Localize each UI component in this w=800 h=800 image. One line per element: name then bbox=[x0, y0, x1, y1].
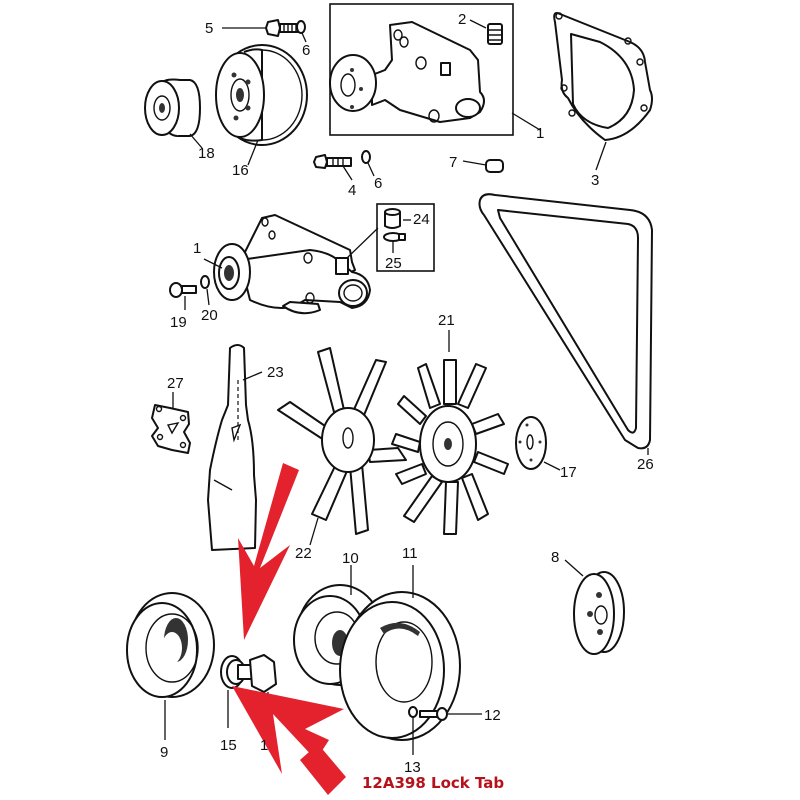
part-12-screw bbox=[419, 707, 482, 721]
callout-11: 11 bbox=[402, 545, 418, 562]
part-11-pulley bbox=[339, 565, 461, 741]
callout-18: 18 bbox=[198, 145, 215, 162]
part-21-fan-11-blade bbox=[391, 330, 509, 535]
callout-labels: 5 6 2 1 3 18 16 4 6 7 24 25 1 19 20 21 2… bbox=[160, 11, 654, 776]
part-8-pulley bbox=[564, 559, 625, 655]
part-6-washer bbox=[296, 20, 307, 43]
callout-10: 10 bbox=[342, 550, 359, 567]
part-13-washer bbox=[408, 706, 418, 755]
part-6b-washer bbox=[361, 150, 375, 177]
callout-1: 1 bbox=[536, 125, 544, 142]
callout-7: 7 bbox=[449, 154, 457, 171]
callout-14: 1 bbox=[260, 737, 268, 754]
callout-25: 25 bbox=[385, 255, 402, 272]
callout-1b: 1 bbox=[193, 240, 201, 257]
callout-4: 4 bbox=[348, 182, 356, 199]
callout-8: 8 bbox=[551, 549, 559, 566]
part-caption: 12A398 Lock Tab bbox=[362, 774, 505, 792]
part-16-fan-pulley bbox=[215, 44, 308, 166]
part-23-fan-cowl bbox=[207, 344, 263, 551]
part-9-crankshaft-pulley bbox=[126, 592, 215, 740]
part-2-plug bbox=[469, 19, 503, 45]
part-4-bolt bbox=[313, 154, 353, 181]
callout-6: 6 bbox=[302, 42, 310, 59]
callout-20: 20 bbox=[201, 307, 218, 324]
part-17-spacer-plate bbox=[515, 416, 561, 471]
part-26-fan-belt bbox=[478, 193, 653, 455]
callout-3: 3 bbox=[591, 172, 599, 189]
callout-19: 19 bbox=[170, 314, 187, 331]
callout-21: 21 bbox=[438, 312, 455, 329]
part-22-fan-6-blade bbox=[277, 347, 407, 546]
callout-6b: 6 bbox=[374, 175, 382, 192]
callout-26: 26 bbox=[637, 456, 654, 473]
red-arrow-up bbox=[232, 686, 346, 795]
callout-16: 16 bbox=[232, 162, 249, 179]
part-20-washer bbox=[200, 275, 210, 306]
callout-27: 27 bbox=[167, 375, 184, 392]
part-24-hose bbox=[384, 208, 411, 229]
callout-9: 9 bbox=[160, 744, 168, 761]
part-3-gasket bbox=[553, 12, 653, 171]
part-1-water-pump-side bbox=[203, 214, 379, 315]
inset-hose-and-clip bbox=[376, 203, 435, 272]
red-arrow-down bbox=[238, 463, 299, 640]
part-19-bolt bbox=[169, 282, 197, 310]
callout-22: 22 bbox=[295, 545, 312, 562]
callout-23: 23 bbox=[267, 364, 284, 381]
callout-5: 5 bbox=[205, 20, 213, 37]
callout-2: 2 bbox=[458, 11, 466, 28]
callout-17: 17 bbox=[560, 464, 577, 481]
part-27-bracket bbox=[151, 392, 191, 454]
part-5-bolt bbox=[222, 19, 301, 37]
callout-15: 15 bbox=[220, 737, 237, 754]
callout-24: 24 bbox=[413, 211, 430, 228]
callout-12: 12 bbox=[484, 707, 501, 724]
callout-13: 13 bbox=[404, 759, 421, 776]
part-18-spacer bbox=[144, 78, 203, 149]
part-7-plug bbox=[462, 159, 504, 173]
part-25-hose-clip bbox=[383, 232, 406, 253]
part-1-water-pump-boxed bbox=[329, 3, 541, 136]
